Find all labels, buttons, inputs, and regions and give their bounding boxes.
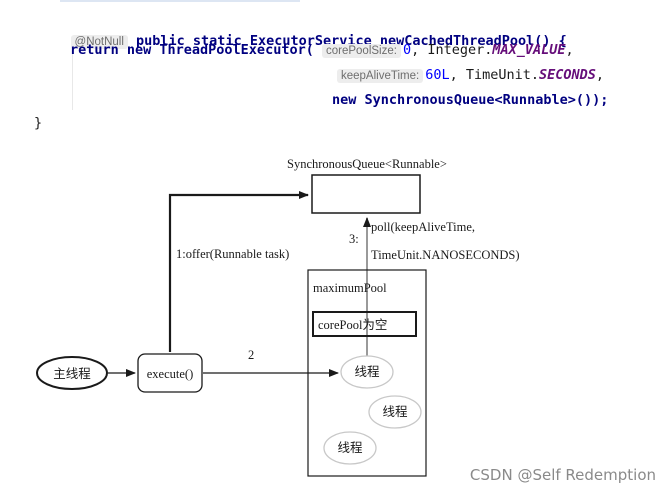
offer-label: 1:offer(Runnable task) bbox=[176, 247, 289, 261]
execute-box bbox=[137, 353, 203, 393]
main-thread-label: 主线程 bbox=[53, 366, 91, 381]
code-line-5: } bbox=[34, 115, 42, 131]
offer-arrow bbox=[168, 191, 309, 352]
max-value: MAX_VALUE bbox=[492, 42, 566, 58]
execute-label: execute() bbox=[147, 367, 194, 381]
selection-bar bbox=[60, 0, 300, 2]
code-snippet: @NotNull public static ExecutorService n… bbox=[0, 0, 670, 140]
queue-label: SynchronousQueue<Runnable> bbox=[287, 157, 447, 171]
poll-step: 3: bbox=[349, 232, 359, 246]
step-2-label: 2 bbox=[248, 348, 254, 362]
core-pool-box bbox=[312, 311, 417, 337]
code-line-1: @NotNull public static ExecutorService n… bbox=[38, 17, 567, 65]
core-pool-label: corePool为空 bbox=[318, 318, 387, 332]
thread-label-3: 线程 bbox=[337, 440, 363, 455]
hint-core-pool-size: corePoolSize: bbox=[321, 44, 401, 58]
thread-node-1 bbox=[340, 355, 394, 389]
thread-node-2 bbox=[368, 395, 422, 429]
closing-brace: } bbox=[34, 115, 43, 131]
main-thread-node bbox=[36, 356, 108, 390]
annotation-notnull: @NotNull bbox=[70, 35, 128, 49]
queue-box bbox=[311, 174, 421, 214]
thread-label-2: 线程 bbox=[382, 404, 408, 419]
csdn-watermark: CSDN @Self Redemption bbox=[469, 466, 656, 484]
code-line-4: new SynchronousQueue<Runnable>()); bbox=[332, 92, 608, 108]
hint-keep-alive-time: keepAliveTime: bbox=[337, 69, 424, 83]
integer-ref: , Integer. bbox=[411, 42, 493, 58]
new-queue: new SynchronousQueue<Runnable>()); bbox=[332, 92, 609, 108]
timeunit-ref: , TimeUnit. bbox=[449, 67, 539, 83]
indent-guide bbox=[72, 40, 73, 110]
maximum-pool-label: maximumPool bbox=[313, 281, 387, 295]
core-value: 0 bbox=[402, 42, 412, 58]
poll-label-1: poll(keepAliveTime, bbox=[371, 220, 475, 234]
seconds-const: SECONDS bbox=[538, 67, 596, 83]
code-line-2: return new ThreadPoolExecutor( corePoolS… bbox=[70, 42, 574, 58]
thread-node-3 bbox=[323, 431, 377, 465]
thread-label-1: 线程 bbox=[354, 364, 380, 379]
poll-label-2: TimeUnit.NANOSECONDS) bbox=[371, 248, 520, 262]
code-line-3: keepAliveTime:60L, TimeUnit.SECONDS, bbox=[337, 67, 604, 83]
comma: , bbox=[565, 42, 574, 58]
comma: , bbox=[595, 67, 605, 83]
keep-value: 60L bbox=[425, 67, 450, 83]
return-new: return new ThreadPoolExecutor( bbox=[70, 42, 314, 58]
